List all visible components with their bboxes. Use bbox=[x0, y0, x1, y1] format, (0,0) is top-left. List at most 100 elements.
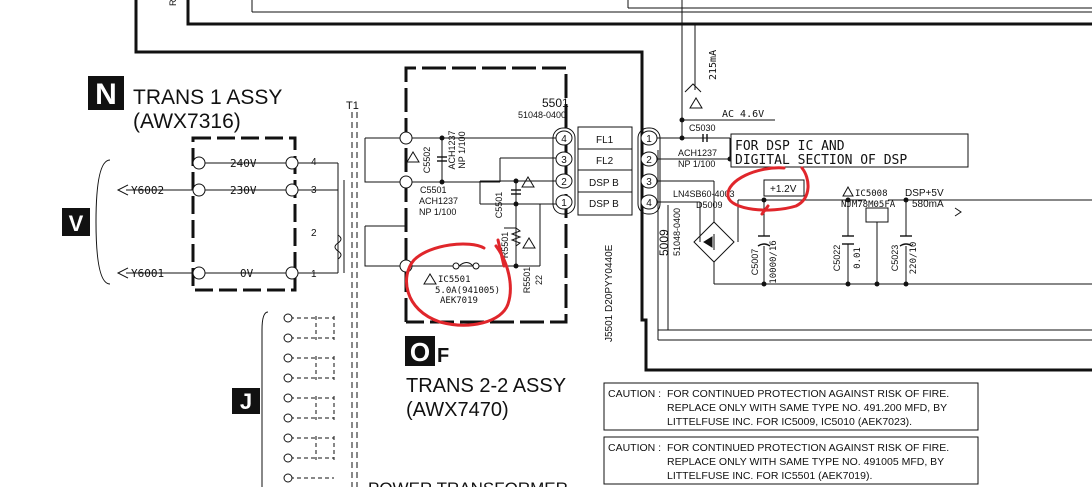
dspb1-label: DSP B bbox=[589, 178, 619, 189]
conn5501-pin4: 4 bbox=[561, 134, 567, 145]
ac46-label: AC 4.6V bbox=[722, 109, 764, 120]
tap-pin-0v-left bbox=[192, 266, 206, 280]
conn5009-part: 51048-0400 bbox=[672, 208, 682, 256]
dspb2-label: DSP B bbox=[589, 199, 619, 210]
ma215-label: 215mA bbox=[708, 50, 719, 80]
j-badge-letter: J bbox=[240, 389, 252, 414]
trans22-part: (AWX7470) bbox=[406, 399, 509, 421]
conn5009-pin2: 2 bbox=[646, 155, 652, 166]
conn5009-housing bbox=[637, 127, 661, 215]
caution-2-line2: REPLACE ONLY WITH SAME TYPE NO. 491005 M… bbox=[667, 456, 944, 468]
c5502-sub1: ACH1237 bbox=[447, 130, 457, 169]
trans1-part: (AWX7316) bbox=[133, 110, 241, 133]
caution-2-line1: FOR CONTINUED PROTECTION AGAINST RISK OF… bbox=[667, 442, 949, 454]
annotation-circle-ic5501 bbox=[405, 242, 512, 327]
o-badge-suffix: F bbox=[437, 345, 449, 367]
board-outlines bbox=[134, 0, 1092, 372]
conn5501-part: 51048-0400 bbox=[518, 110, 566, 120]
t1-core bbox=[351, 112, 358, 487]
ac-current-arrow-icon bbox=[684, 83, 702, 93]
ic5008-label: IC5008 bbox=[855, 189, 888, 199]
r5501b-label: R5501 bbox=[522, 267, 532, 294]
y6002-label: Y6002 bbox=[131, 184, 164, 197]
c5502-sub2: NP 1/100 bbox=[457, 131, 467, 168]
pin-3-label: 3 bbox=[311, 185, 317, 196]
v-badge-letter: V bbox=[69, 211, 84, 236]
c5007-value: 10000/16 bbox=[769, 240, 779, 283]
ic5501-value: 5.0A(941005) bbox=[435, 286, 500, 296]
dsp5v-arrow-icon bbox=[954, 207, 962, 217]
fl2-label: FL2 bbox=[596, 156, 614, 167]
annotation-tick-ic5501 bbox=[496, 238, 506, 268]
v-bracket bbox=[95, 159, 111, 285]
conn5501-pin3: 3 bbox=[561, 155, 567, 166]
caution-2-line3: LITTELFUSE INC. FOR IC5501 (AEK7019). bbox=[667, 470, 872, 482]
j-connector-stubs bbox=[261, 311, 335, 487]
conn5501-pin2: 2 bbox=[561, 177, 567, 188]
caution-1-line2: REPLACE ONLY WITH SAME TYPE NO. 491.200 … bbox=[667, 402, 947, 414]
red-annotations bbox=[405, 166, 810, 327]
y6001-arrow-icon bbox=[116, 267, 129, 279]
dsp5v-label: DSP+5V bbox=[905, 188, 944, 199]
conn5009-pin1: 1 bbox=[646, 134, 652, 145]
j5501-block bbox=[577, 126, 633, 216]
y6002-arrow-icon bbox=[116, 184, 129, 196]
r5501-value: 22 bbox=[534, 275, 544, 285]
trans22-pin-2 bbox=[399, 175, 413, 189]
annotation-circle-plus12 bbox=[726, 166, 810, 212]
c5502-label: C5502 bbox=[422, 147, 432, 174]
tap-230v-label: 230V bbox=[230, 184, 257, 197]
n-section-badge bbox=[88, 76, 124, 110]
njm-label: NJM78M05FA bbox=[841, 200, 896, 210]
j-section-badge bbox=[232, 388, 260, 414]
c5501-sub1: ACH1237 bbox=[419, 196, 458, 206]
c5501-label: C5501 bbox=[420, 185, 447, 195]
caution-2-prefix: CAUTION : bbox=[608, 442, 661, 454]
dsp-note-line1: FOR DSP IC AND bbox=[735, 139, 845, 154]
n-badge-letter: N bbox=[95, 78, 117, 111]
conn5009-label: 5009 bbox=[657, 229, 671, 256]
tap-pin-0v-right bbox=[285, 266, 299, 280]
c5022-label: C5022 bbox=[832, 245, 842, 272]
c5023-label: C5023 bbox=[890, 245, 900, 272]
c5030-sub2: NP 1/100 bbox=[678, 159, 715, 169]
conn5009-pin3: 3 bbox=[646, 177, 652, 188]
c5030-label: C5030 bbox=[689, 123, 716, 133]
c5501b-label: C5501 bbox=[494, 192, 504, 219]
pin-4-label: 4 bbox=[311, 157, 317, 168]
y6001-label: Y6001 bbox=[131, 267, 164, 280]
ma580-label: 580mA bbox=[912, 199, 944, 210]
d5009-label: D5009 bbox=[696, 200, 723, 210]
conn5009-pin4: 4 bbox=[646, 198, 652, 209]
tap-240v-label: 240V bbox=[230, 157, 257, 170]
j5501-label: J5501 D20PYY0440E bbox=[604, 244, 615, 342]
pin-2-label: 2 bbox=[311, 228, 317, 239]
dsp-note-box bbox=[730, 133, 969, 168]
o-section-badge bbox=[405, 336, 435, 366]
trans22-title: TRANS 2-2 ASSY bbox=[406, 375, 566, 397]
conn5501-pin1: 1 bbox=[561, 198, 567, 209]
ic5501-label: IC5501 bbox=[438, 275, 471, 285]
ln4-label: LN4SB60-4003 bbox=[673, 189, 735, 199]
power-transformer-label: POWER TRANSFORMER bbox=[368, 479, 568, 487]
ic5008-regulator bbox=[865, 207, 889, 223]
c5501-sub2: NP 1/100 bbox=[419, 207, 456, 217]
c5007-label: C5007 bbox=[750, 249, 760, 276]
caution-1-line1: FOR CONTINUED PROTECTION AGAINST RISK OF… bbox=[667, 388, 949, 400]
annotation-tick-plus12 bbox=[760, 204, 770, 216]
c5022-value: 0.01 bbox=[853, 247, 863, 269]
dsp-board-outline bbox=[134, 0, 1092, 372]
caution-box-1: CAUTION : FOR CONTINUED PROTECTION AGAIN… bbox=[603, 382, 979, 431]
trans22-dashed-frame bbox=[404, 66, 568, 324]
r5501a-label: R5501 bbox=[500, 232, 510, 259]
trans22-pin-1 bbox=[399, 131, 413, 145]
fl1-label: FL1 bbox=[596, 135, 614, 146]
caution-1-prefix: CAUTION : bbox=[608, 388, 661, 400]
v-section-badge bbox=[62, 208, 90, 236]
dsp-note-line2: DIGITAL SECTION OF DSP bbox=[735, 153, 907, 168]
o-badge-letter: O bbox=[410, 337, 430, 367]
caution-box-2: CAUTION : FOR CONTINUED PROTECTION AGAIN… bbox=[603, 436, 979, 485]
upper-board-outline bbox=[186, 0, 1092, 26]
tap-0v-label: 0V bbox=[240, 267, 254, 280]
